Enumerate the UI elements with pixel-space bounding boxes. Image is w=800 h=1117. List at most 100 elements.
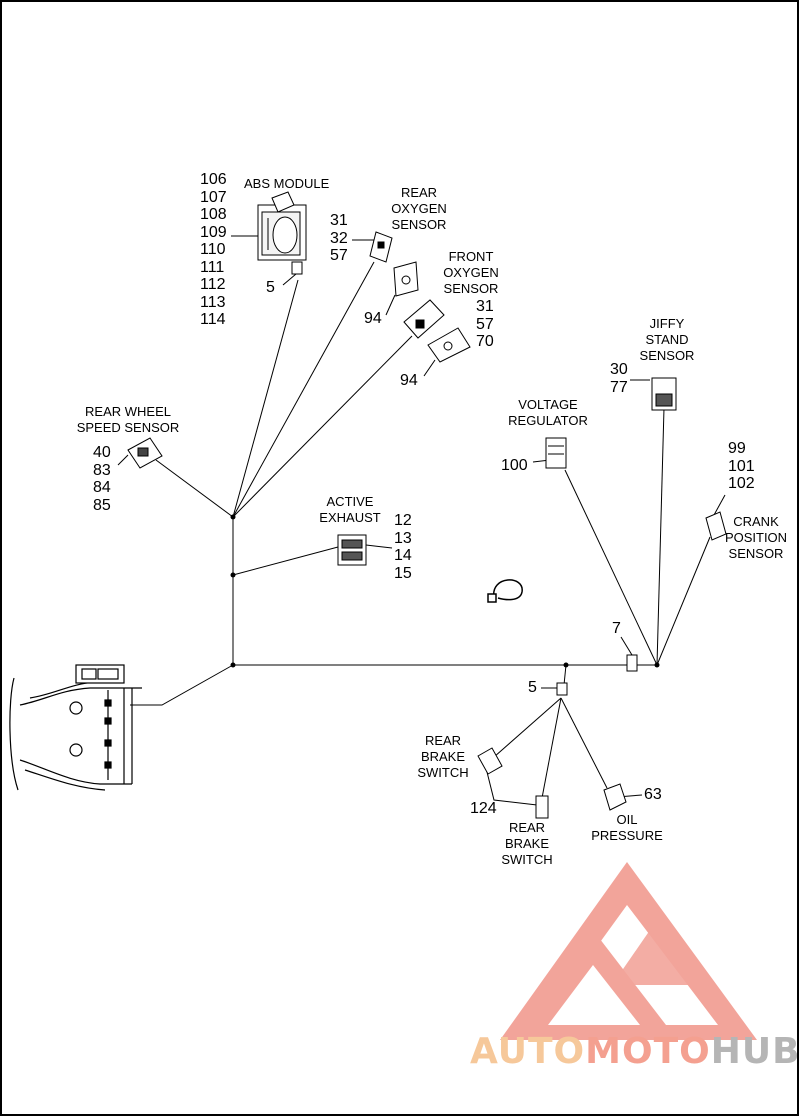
callout-junction-5: 5 [528, 679, 537, 696]
junction-dot [230, 572, 236, 578]
leader-94b [423, 359, 436, 377]
callout-number: 102 [728, 475, 755, 492]
label-line: POSITION [724, 530, 788, 545]
label-line: SENSOR [639, 348, 695, 363]
wire-to-frame [130, 664, 234, 706]
callout-number: 77 [610, 378, 628, 396]
oil-pressure-sender [603, 783, 627, 811]
callout-front-oxygen-94: 94 [400, 372, 418, 389]
rear-oxygen-connector [369, 231, 393, 263]
label-line: ACTIVE [326, 494, 374, 509]
wire-active-exhaust [232, 546, 339, 576]
callout-number: 83 [93, 461, 111, 479]
callout-number: 13 [394, 529, 412, 547]
wire-oil [560, 697, 608, 789]
callout-number: 112 [200, 276, 226, 293]
watermark-logo [500, 862, 757, 1040]
active-exhaust-connector [337, 534, 367, 566]
wire-abs [232, 279, 299, 518]
callout-number: 111 [200, 258, 225, 276]
callout-number: 106 [200, 171, 227, 188]
callout-number: 31 [330, 212, 348, 229]
callout-voltage-regulator: 100 [501, 457, 528, 474]
callout-brake-jumper: 124 [470, 800, 497, 817]
callout-number: 99 [728, 440, 746, 457]
label-line: REAR [400, 185, 438, 200]
junction-5-clip [556, 682, 568, 696]
label-jiffy-stand-sensor: JIFFY STAND SENSOR [632, 316, 702, 364]
wire-brake-jumper [485, 767, 538, 806]
callout-number: 114 [200, 311, 226, 328]
callout-crank-position: 99 101 102 [728, 440, 755, 493]
callout-rear-oxygen: 31 32 57 [330, 212, 348, 265]
label-crank-position-sensor: CRANK POSITION SENSOR [718, 514, 794, 562]
callout-number: 85 [93, 496, 111, 514]
callout-number: 30 [610, 361, 628, 378]
label-line: PRESSURE [591, 828, 663, 843]
callout-abs-ground: 5 [266, 279, 275, 296]
label-rear-brake-switch-lower: REAR BRAKE SWITCH [494, 820, 560, 868]
label-line: FRONT [448, 249, 494, 264]
callout-number: 15 [394, 564, 412, 582]
label-oil-pressure: OIL PRESSURE [586, 812, 668, 844]
label-line: REAR [424, 733, 462, 748]
label-rear-oxygen-sensor: REAR OXYGEN SENSOR [384, 185, 454, 233]
label-line: REGULATOR [508, 413, 588, 428]
callout-number: 57 [330, 247, 348, 264]
label-line: SWITCH [417, 765, 469, 780]
callout-number: 12 [394, 512, 412, 529]
label-active-exhaust: ACTIVE EXHAUST [312, 494, 388, 526]
label-line: OXYGEN [391, 201, 447, 216]
junction-dot [230, 514, 236, 520]
callout-abs-module: 106 107 108 109 110 111 112 113 114 [200, 171, 227, 329]
rear-brake-switch-lower [535, 795, 549, 819]
wire-crank [656, 536, 711, 666]
rear-oxygen-plug-94 [393, 261, 419, 297]
label-line: REAR [508, 820, 546, 835]
callout-number: 113 [200, 293, 226, 311]
callout-number: 31 [476, 298, 494, 315]
label-rear-brake-switch-upper: REAR BRAKE SWITCH [410, 733, 476, 781]
front-oxygen-plug-94 [427, 327, 471, 363]
cable-clamp [487, 579, 523, 603]
callout-junction-7: 7 [612, 620, 621, 637]
callout-number: 101 [728, 457, 755, 475]
junction-dot [230, 662, 236, 668]
label-line: OXYGEN [443, 265, 499, 280]
watermark-part: MOTO [585, 1031, 711, 1072]
label-line: SPEED SENSOR [76, 420, 180, 435]
label-line: EXHAUST [319, 510, 381, 525]
label-line: STAND [645, 332, 689, 347]
label-voltage-regulator: VOLTAGE REGULATOR [500, 397, 596, 429]
label-line: SENSOR [443, 281, 499, 296]
junction-dot [563, 662, 569, 668]
label-line: SWITCH [501, 852, 553, 867]
label-line: JIFFY [649, 316, 685, 331]
callout-rear-oxygen-94: 94 [364, 310, 382, 327]
callout-number: 110 [200, 241, 226, 258]
callout-jiffy-stand: 30 77 [610, 361, 628, 396]
label-line: BRAKE [504, 836, 550, 851]
wire-brake-lower [541, 697, 562, 799]
label-line: VOLTAGE [518, 397, 578, 412]
wire-brake-upper [493, 697, 562, 758]
label-front-oxygen-sensor: FRONT OXYGEN SENSOR [436, 249, 506, 297]
callout-number: 40 [93, 444, 111, 461]
label-rear-wheel-speed-sensor: REAR WHEEL SPEED SENSOR [70, 404, 186, 436]
watermark-part: AUTO [470, 1031, 586, 1072]
callout-number: 32 [330, 229, 348, 247]
leader-crank [713, 494, 726, 516]
leader-94a [385, 294, 396, 316]
callout-active-exhaust: 12 13 14 15 [394, 512, 412, 582]
callout-rear-wheel-speed: 40 83 84 85 [93, 444, 111, 514]
watermark-text: AUTOMOTOHUB [470, 1031, 800, 1072]
callout-front-oxygen: 31 57 70 [476, 298, 494, 351]
wire-voltage-regulator [564, 469, 658, 666]
callout-number: 107 [200, 188, 227, 206]
callout-number: 57 [476, 315, 494, 333]
wire-jiffy-stand [656, 407, 665, 666]
wheel-speed-connector [127, 437, 163, 469]
callout-number: 109 [200, 223, 227, 241]
